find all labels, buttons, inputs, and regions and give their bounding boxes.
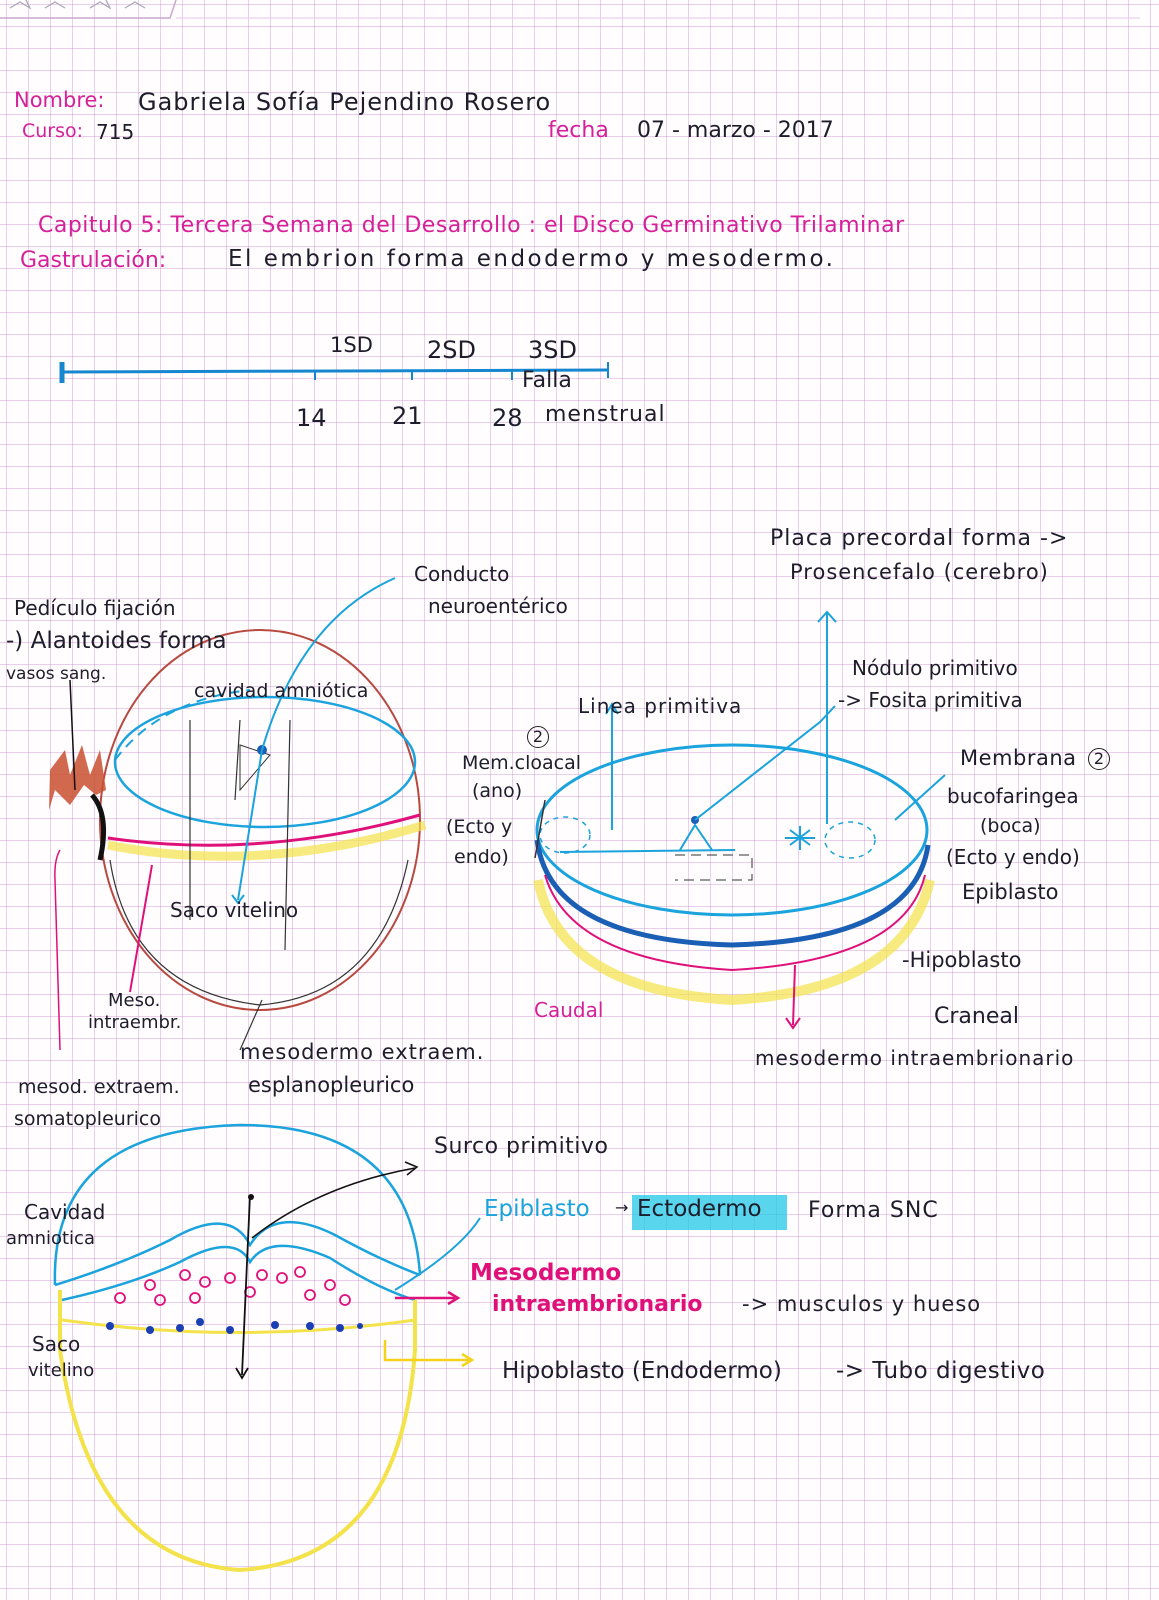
fecha-label: fecha bbox=[548, 118, 609, 143]
number-2-left: 2 bbox=[527, 726, 549, 748]
mem-cloacal-label-3: (Ecto y bbox=[446, 816, 513, 838]
nodulo-primitivo-label: Nódulo primitivo bbox=[852, 656, 1018, 680]
membrana-label-1: Membrana bbox=[960, 746, 1077, 770]
arrow-to-ectodermo: → bbox=[615, 1198, 629, 1217]
surco-primitivo-label: Surco primitivo bbox=[434, 1134, 609, 1159]
menstrual-label: menstrual bbox=[545, 402, 666, 427]
day-21: 21 bbox=[392, 402, 423, 430]
saco-vitelino-label: Saco vitelino bbox=[170, 898, 299, 922]
gastrulacion-label: Gastrulación: bbox=[20, 248, 167, 273]
nombre-value: Gabriela Sofía Pejendino Rosero bbox=[138, 88, 552, 116]
meso-intraembrionario-label: mesodermo intraembrionario bbox=[755, 1046, 1075, 1070]
gastrulacion-text: El embrion forma endodermo y mesodermo. bbox=[228, 246, 836, 272]
meso-intraembr-label-1: Meso. bbox=[108, 990, 161, 1011]
membrana-label-2: bucofaringea bbox=[947, 784, 1079, 808]
cavidad-amniotica-label-1: Cavidad bbox=[24, 1200, 106, 1224]
hipoblasto-label-d2: -Hipoblasto bbox=[902, 948, 1022, 972]
meso-somatopleurico-label-1: mesod. extraem. bbox=[18, 1076, 180, 1098]
conducto-label-1: Conducto bbox=[414, 562, 510, 586]
week-2: 2SD bbox=[427, 336, 476, 364]
linea-primitiva-label: Linea primitiva bbox=[578, 694, 743, 718]
cavidad-amniotica-label: cavidad amniótica bbox=[194, 680, 369, 702]
tubo-digestivo-label: -> Tubo digestivo bbox=[836, 1358, 1046, 1384]
mesodermo-label-2: intraembrionario bbox=[492, 1292, 703, 1317]
fecha-value: 07 - marzo - 2017 bbox=[637, 118, 834, 143]
placa-precordal-label-1: Placa precordal forma -> bbox=[770, 526, 1069, 551]
mesodermo-label-1: Mesodermo bbox=[470, 1260, 622, 1286]
caudal-label: Caudal bbox=[534, 998, 604, 1022]
fosita-primitiva-label: -> Fosita primitiva bbox=[838, 688, 1023, 712]
meso-esplanopleurico-label-2: esplanopleurico bbox=[248, 1073, 415, 1097]
membrana-label-3: (boca) bbox=[980, 815, 1041, 837]
alantoides-label: -) Alantoides forma bbox=[6, 628, 227, 654]
craneal-label: Craneal bbox=[934, 1004, 1019, 1029]
saco-vitelino-label-2: vitelino bbox=[28, 1360, 95, 1381]
placa-precordal-label-2: Prosencefalo (cerebro) bbox=[790, 560, 1049, 584]
mem-cloacal-label-1: Mem.cloacal bbox=[462, 752, 581, 774]
day-14: 14 bbox=[296, 404, 327, 432]
chapter-title: Capitulo 5: Tercera Semana del Desarroll… bbox=[38, 213, 905, 238]
ectodermo-label: Ectodermo bbox=[637, 1196, 762, 1222]
meso-esplanopleurico-label-1: mesodermo extraem. bbox=[240, 1040, 485, 1064]
meso-intraembr-label-2: intraembr. bbox=[88, 1012, 182, 1033]
mem-cloacal-label-2: (ano) bbox=[472, 780, 523, 802]
forma-snc-label: Forma SNC bbox=[808, 1198, 939, 1223]
meso-somatopleurico-label-2: somatopleurico bbox=[14, 1108, 161, 1130]
membrana-label-4: (Ecto y endo) bbox=[946, 845, 1080, 869]
number-2-right: 2 bbox=[1088, 748, 1110, 770]
falla-label: Falla bbox=[522, 368, 572, 393]
musculos-label: -> musculos y hueso bbox=[742, 1292, 982, 1316]
pediculo-label: Pedículo fijación bbox=[14, 596, 176, 620]
week-3: 3SD bbox=[528, 336, 577, 364]
saco-vitelino-label-1: Saco bbox=[32, 1332, 81, 1356]
vasos-label: vasos sang. bbox=[6, 664, 107, 684]
day-28: 28 bbox=[492, 404, 523, 432]
epiblasto-label-d2: Epiblasto bbox=[962, 880, 1059, 904]
hipoblasto-endodermo-label: Hipoblasto (Endodermo) bbox=[502, 1358, 782, 1384]
week-1: 1SD bbox=[330, 333, 373, 357]
epiblasto-label-d3: Epiblasto bbox=[484, 1196, 590, 1222]
curso-label: Curso: bbox=[22, 120, 84, 142]
curso-value: 715 bbox=[96, 120, 135, 144]
nombre-label: Nombre: bbox=[14, 88, 105, 112]
mem-cloacal-label-4: endo) bbox=[454, 846, 509, 868]
conducto-label-2: neuroentérico bbox=[428, 594, 568, 618]
cavidad-amniotica-label-2: amniotica bbox=[6, 1228, 95, 1249]
